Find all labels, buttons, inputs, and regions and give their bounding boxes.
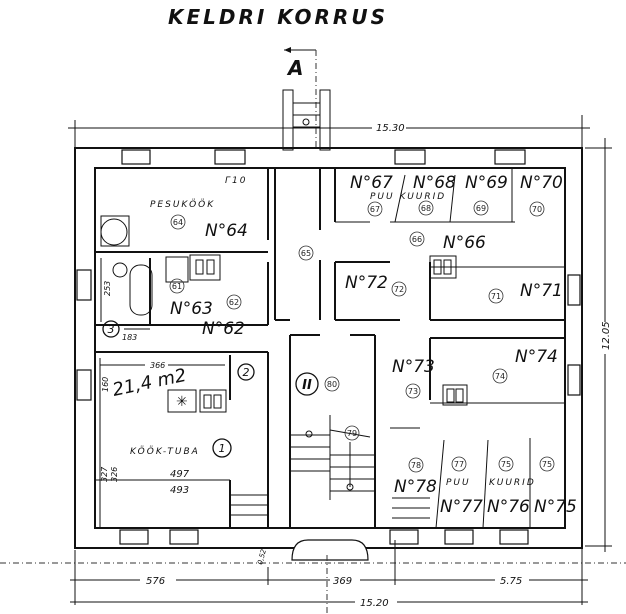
room-no: N°69 — [465, 173, 508, 193]
circle-label: 67 — [370, 205, 380, 214]
circle-label: 69 — [476, 204, 486, 213]
dim-room-depth-a: 327 — [100, 466, 109, 482]
circle-kitchen: 1 — [219, 442, 226, 455]
dim-stair-gap: 0,52 — [256, 548, 268, 566]
plan-title: KELDRI KORRUS — [168, 5, 388, 29]
circle-label: 73 — [408, 387, 418, 396]
circle-label: 72 — [394, 285, 404, 294]
toilet-icon — [165, 256, 189, 283]
dim-room-width-a: 497 — [170, 469, 190, 480]
dim-bottom-total: 15.20 — [360, 598, 389, 609]
circle-label-corridor: 65 — [301, 249, 311, 258]
room-no: N°74 — [515, 347, 558, 367]
label-laundry: PESUKÖÖK — [150, 199, 215, 210]
oven-icon-2 — [442, 384, 468, 406]
dim-bottom-right: 5.75 — [500, 576, 522, 587]
room-numbers: N°64 N°63 N°62 N°67 N°68 N°69 N°70 N°66 … — [170, 173, 577, 517]
circle-label: 75 — [542, 460, 552, 469]
dim-right-total: 12.05 — [601, 321, 612, 350]
label-kitchen-room: KÖÖK-TUBA — [130, 446, 200, 457]
dim-room-width-b: 493 — [170, 485, 189, 496]
label-woodsheds-top: PUU KUURID — [370, 192, 446, 202]
circle-label: 77 — [454, 460, 464, 469]
kitchen-stove-icon — [167, 389, 197, 413]
circle-label: 71 — [491, 292, 501, 301]
circle-label: 74 — [495, 372, 505, 381]
bottom-dimensions: 576 369 5.75 15.20 — [0, 540, 626, 614]
circle-label: 70 — [532, 205, 542, 214]
fixtures: ✳ — [100, 215, 468, 413]
top-dimension: 15.30 — [68, 115, 590, 150]
staircase — [230, 415, 430, 519]
chimney-mark: Γ10 — [225, 176, 247, 186]
room-no: N°70 — [520, 173, 563, 193]
dim-kitchen-width: 366 — [150, 361, 165, 370]
circle-label: 68 — [421, 204, 431, 213]
dim-bath-height: 253 — [103, 281, 112, 296]
circle-pantry: 2 — [243, 366, 250, 379]
dim-bottom-left: 576 — [146, 576, 165, 587]
oven-icon — [429, 255, 457, 279]
right-dimension: 12.05 — [585, 138, 612, 552]
circle-label: 62 — [229, 298, 239, 307]
label-woodsheds-bottom-1: PUU — [446, 478, 471, 488]
room-no: N°62 — [202, 319, 245, 339]
label-woodsheds-bottom-2: KUURID — [489, 478, 536, 488]
room-no: N°75 — [534, 497, 577, 517]
room-no: N°66 — [443, 233, 486, 253]
top-entrance — [282, 89, 331, 151]
dim-kitchen-depth: 160 — [101, 377, 110, 392]
dim-bath-width: 183 — [122, 333, 137, 342]
windows — [76, 149, 581, 561]
bathtub-icon — [129, 264, 153, 316]
section-marker: A — [284, 47, 317, 150]
big-circle-numbers — [102, 320, 319, 458]
svg-text:✳: ✳ — [176, 394, 188, 410]
room-no: N°77 — [440, 497, 483, 517]
room-no: N°68 — [413, 173, 456, 193]
room-no: N°76 — [487, 497, 530, 517]
room-no: N°72 — [345, 273, 388, 293]
circle-bath: 3 — [108, 323, 115, 336]
stove-icon — [189, 254, 221, 281]
circle-label: 75 — [501, 460, 511, 469]
circle-numbers — [169, 200, 555, 473]
section-letter: A — [286, 56, 303, 80]
boiler-icon — [100, 218, 128, 246]
room-no: N°64 — [205, 221, 248, 241]
room-no: N°73 — [392, 357, 435, 377]
dim-bottom-middle: 369 — [333, 576, 352, 587]
building-walls — [74, 147, 583, 549]
room-no: N°78 — [394, 477, 437, 497]
circle-label-stair-hall: 80 — [327, 380, 337, 389]
circle-label: 66 — [412, 235, 422, 244]
room-no: N°63 — [170, 299, 213, 319]
room-no: N°67 — [350, 173, 393, 193]
dim-top-total: 15.30 — [376, 123, 405, 134]
circle-stair-roman: II — [302, 378, 312, 393]
circle-label: 64 — [173, 218, 183, 227]
circle-label: 78 — [411, 461, 421, 470]
dim-room-depth-b: 326 — [110, 467, 119, 482]
room-no: N°71 — [520, 281, 563, 301]
circle-label-stair: 79 — [347, 429, 357, 438]
circle-label: 61 — [172, 282, 182, 291]
